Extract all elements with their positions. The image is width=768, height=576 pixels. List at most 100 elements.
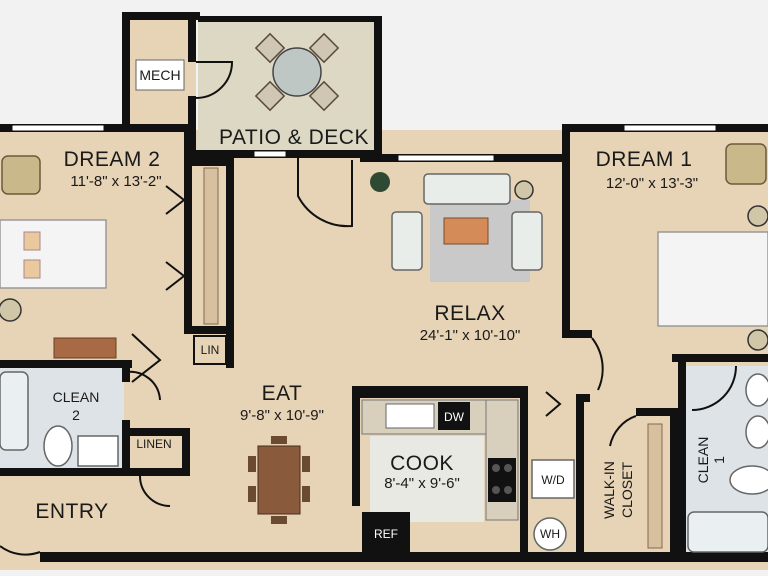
armchair	[725, 143, 767, 185]
toilet	[43, 425, 73, 467]
refrigerator	[362, 512, 410, 552]
washer-dryer	[531, 459, 575, 499]
bed-pillow	[23, 231, 41, 251]
doors	[0, 61, 737, 556]
wall	[636, 408, 678, 416]
clean2-title: CLEAN	[53, 389, 100, 405]
clean1-title: CLEAN	[695, 437, 711, 484]
eat-dims: 9'-8" x 10'-9"	[240, 407, 324, 424]
labels: MECH PATIO & DECK DREAM 2 11'-8" x 13'-2…	[35, 67, 727, 541]
wall	[40, 552, 768, 562]
eat-title: EAT	[262, 382, 303, 405]
floor-kitchen-island	[370, 436, 484, 522]
door-swing	[297, 158, 353, 228]
door-swing	[165, 185, 186, 215]
wall	[520, 386, 528, 554]
wall	[182, 428, 190, 476]
patio-chair	[254, 80, 286, 112]
lamp	[514, 180, 534, 200]
wall	[0, 360, 132, 368]
relax-title: RELAX	[434, 302, 505, 325]
clean2-fixtures	[0, 371, 119, 467]
patio-label: PATIO & DECK	[219, 126, 369, 149]
linen-label: LINEN	[136, 437, 171, 451]
wall	[122, 12, 200, 20]
dream1-furniture	[657, 143, 768, 351]
burner	[504, 464, 512, 472]
side-chair	[511, 211, 543, 271]
clean1-number: 1	[711, 456, 727, 464]
closet-shelf	[203, 167, 219, 325]
dream2-title: DREAM 2	[64, 148, 161, 171]
wd-label: W/D	[541, 473, 565, 487]
wall	[670, 408, 678, 554]
patio-table-set	[254, 32, 340, 112]
patio-table	[272, 47, 322, 97]
water-heater	[533, 517, 567, 551]
walkin-line2: CLOSET	[619, 462, 635, 518]
patio-chair	[308, 80, 340, 112]
wall	[226, 158, 234, 368]
wall	[184, 158, 234, 166]
relax-dims: 24'-1" x 10'-10"	[420, 327, 521, 344]
toilet	[729, 465, 768, 495]
closet-rod	[647, 423, 663, 549]
window	[397, 154, 495, 162]
wall	[122, 428, 188, 436]
bed	[657, 231, 768, 327]
window	[623, 124, 717, 132]
lin-shelf	[193, 335, 227, 365]
kitchen	[361, 399, 519, 552]
cook-title: COOK	[390, 452, 454, 475]
door-swing	[609, 415, 637, 447]
wall	[122, 12, 130, 132]
dining-chair	[248, 486, 256, 502]
door-swing	[125, 370, 161, 401]
wall	[196, 150, 382, 158]
dream1-dims: 12'-0" x 13'-3"	[606, 175, 698, 192]
sink	[77, 435, 119, 467]
wall	[576, 394, 590, 402]
clean1-fixtures	[687, 373, 768, 553]
dw-label: DW	[444, 410, 465, 424]
patio-chair	[254, 32, 286, 64]
walkin-line1: WALK-IN	[601, 461, 617, 519]
burner	[492, 486, 500, 494]
plant-icon	[370, 172, 390, 192]
coffee-table	[443, 217, 489, 245]
wall	[184, 326, 234, 334]
wall	[562, 330, 592, 338]
window	[253, 150, 287, 158]
sofa	[423, 173, 511, 205]
dream2-furniture	[0, 155, 117, 359]
wall	[352, 386, 360, 506]
door-swing	[0, 545, 41, 556]
door-swing	[545, 391, 562, 417]
dining-chair	[302, 456, 310, 472]
wall	[374, 16, 382, 156]
mech-label: MECH	[139, 67, 180, 83]
wall	[122, 420, 130, 476]
door-swing	[139, 475, 171, 507]
door-swing	[591, 337, 604, 391]
lamp	[0, 298, 22, 322]
dining-chair	[248, 456, 256, 472]
wall	[198, 16, 380, 22]
relax-furniture	[370, 172, 543, 282]
lin-label: LIN	[201, 343, 220, 357]
side-chair	[391, 211, 423, 271]
dining-chair	[271, 436, 287, 444]
sink	[745, 373, 768, 407]
sink	[385, 403, 435, 429]
dishwasher	[438, 402, 470, 430]
dining-chair	[302, 486, 310, 502]
wall	[562, 124, 570, 338]
ref-label: REF	[374, 527, 398, 541]
window	[11, 124, 105, 132]
bed-pillow	[23, 259, 41, 279]
wall	[678, 354, 686, 554]
wall	[188, 12, 196, 62]
door-swing	[691, 365, 737, 411]
wall	[352, 386, 528, 398]
